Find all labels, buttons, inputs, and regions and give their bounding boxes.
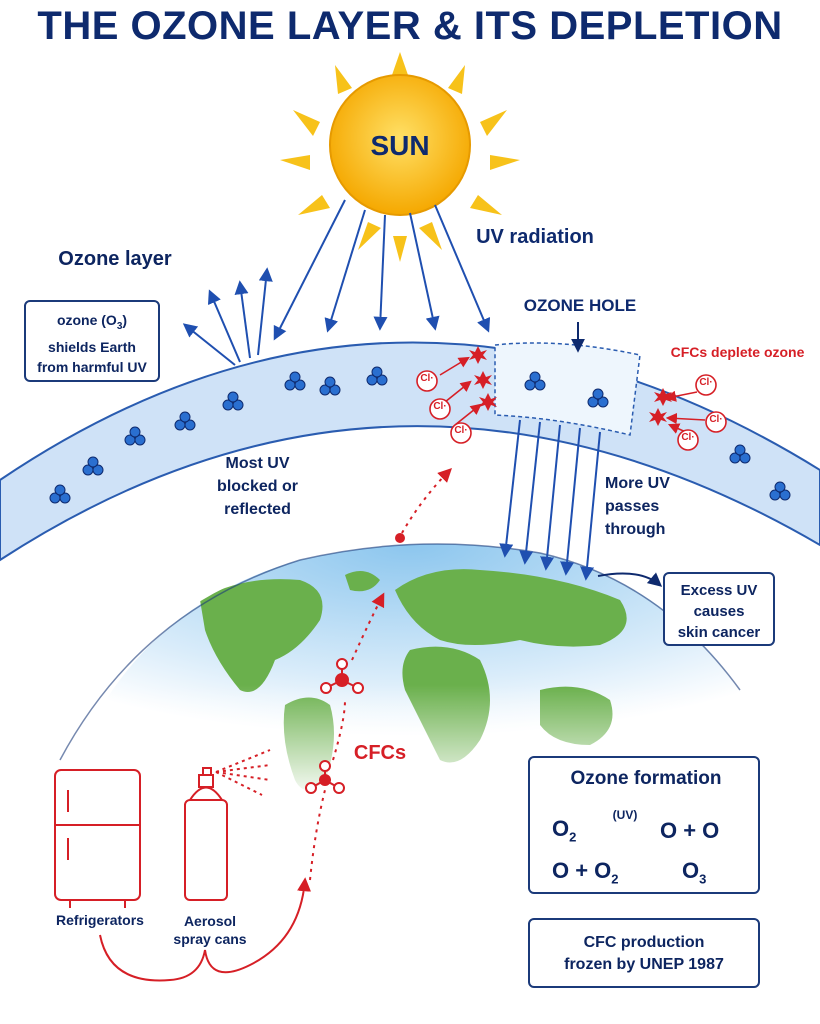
chlorine-label: Cl· [709, 414, 723, 425]
formation-eq1-left: O2 [552, 816, 577, 845]
aerosol-label: Aerosol spray cans [173, 913, 247, 947]
ozone-info-box: ozone (O3) shields Earth from harmful UV [24, 300, 160, 382]
chlorine-attack-right [649, 374, 727, 451]
ozone-info-line3: from harmful UV [37, 358, 147, 375]
source-arrow [99, 877, 312, 982]
refrigerator-icon [54, 769, 141, 908]
ozone-info-line2: shields Earth [48, 338, 136, 355]
excess-uv-box: Excess UV causes skin cancer [663, 572, 775, 646]
cfcs-label: CFCs [353, 742, 407, 764]
ozone-info-line1: ozone (O3) [56, 312, 128, 332]
ozone-molecules [49, 366, 791, 504]
most-uv-label: Most UV blocked or reflected [217, 455, 298, 518]
chlorine-label: Cl· [681, 432, 695, 443]
chlorine-label: Cl· [454, 425, 468, 436]
chlorine-label: Cl· [699, 377, 713, 388]
cfc-path [309, 468, 452, 881]
formation-eq2-right: O3 [682, 858, 707, 887]
formation-eq2-left: O + O2 [552, 858, 619, 887]
cfc-molecule-upper [320, 658, 364, 694]
cfcs-deplete-label: CFCs deplete ozone [670, 344, 805, 360]
sun [280, 52, 520, 262]
ozone-layer-label: Ozone layer [58, 248, 172, 270]
excess-uv-pointer [597, 572, 663, 587]
refrigerators-label: Refrigerators [56, 912, 144, 928]
uv-radiation-label: UV radiation [476, 226, 594, 248]
sun-label: SUN [370, 130, 430, 161]
cfc-production-box: CFC production frozen by UNEP 1987 [528, 918, 760, 988]
formation-heading: Ozone formation [570, 768, 722, 789]
chlorine-attack-left [416, 346, 497, 444]
earth [59, 543, 760, 800]
cfc-particle [395, 533, 405, 543]
aerosol-can-icon [184, 749, 271, 901]
page-title: THE OZONE LAYER & ITS DEPLETION [37, 4, 783, 48]
uv-rays [182, 199, 601, 581]
formation-eq1-right: O + O [660, 818, 720, 843]
chlorine-label: Cl· [420, 373, 434, 384]
ozone-layer-band [0, 341, 820, 562]
cfc-molecule-lower [305, 760, 345, 794]
ozone-formation-box: Ozone formation O2 (UV) O + O O + O2 O3 [528, 756, 760, 894]
more-uv-label: More UV passes through [605, 475, 670, 538]
formation-eq1-condition: (UV) [612, 808, 638, 822]
chlorine-label: Cl· [433, 401, 447, 412]
ozone-hole-label: OZONE HOLE [523, 296, 637, 315]
